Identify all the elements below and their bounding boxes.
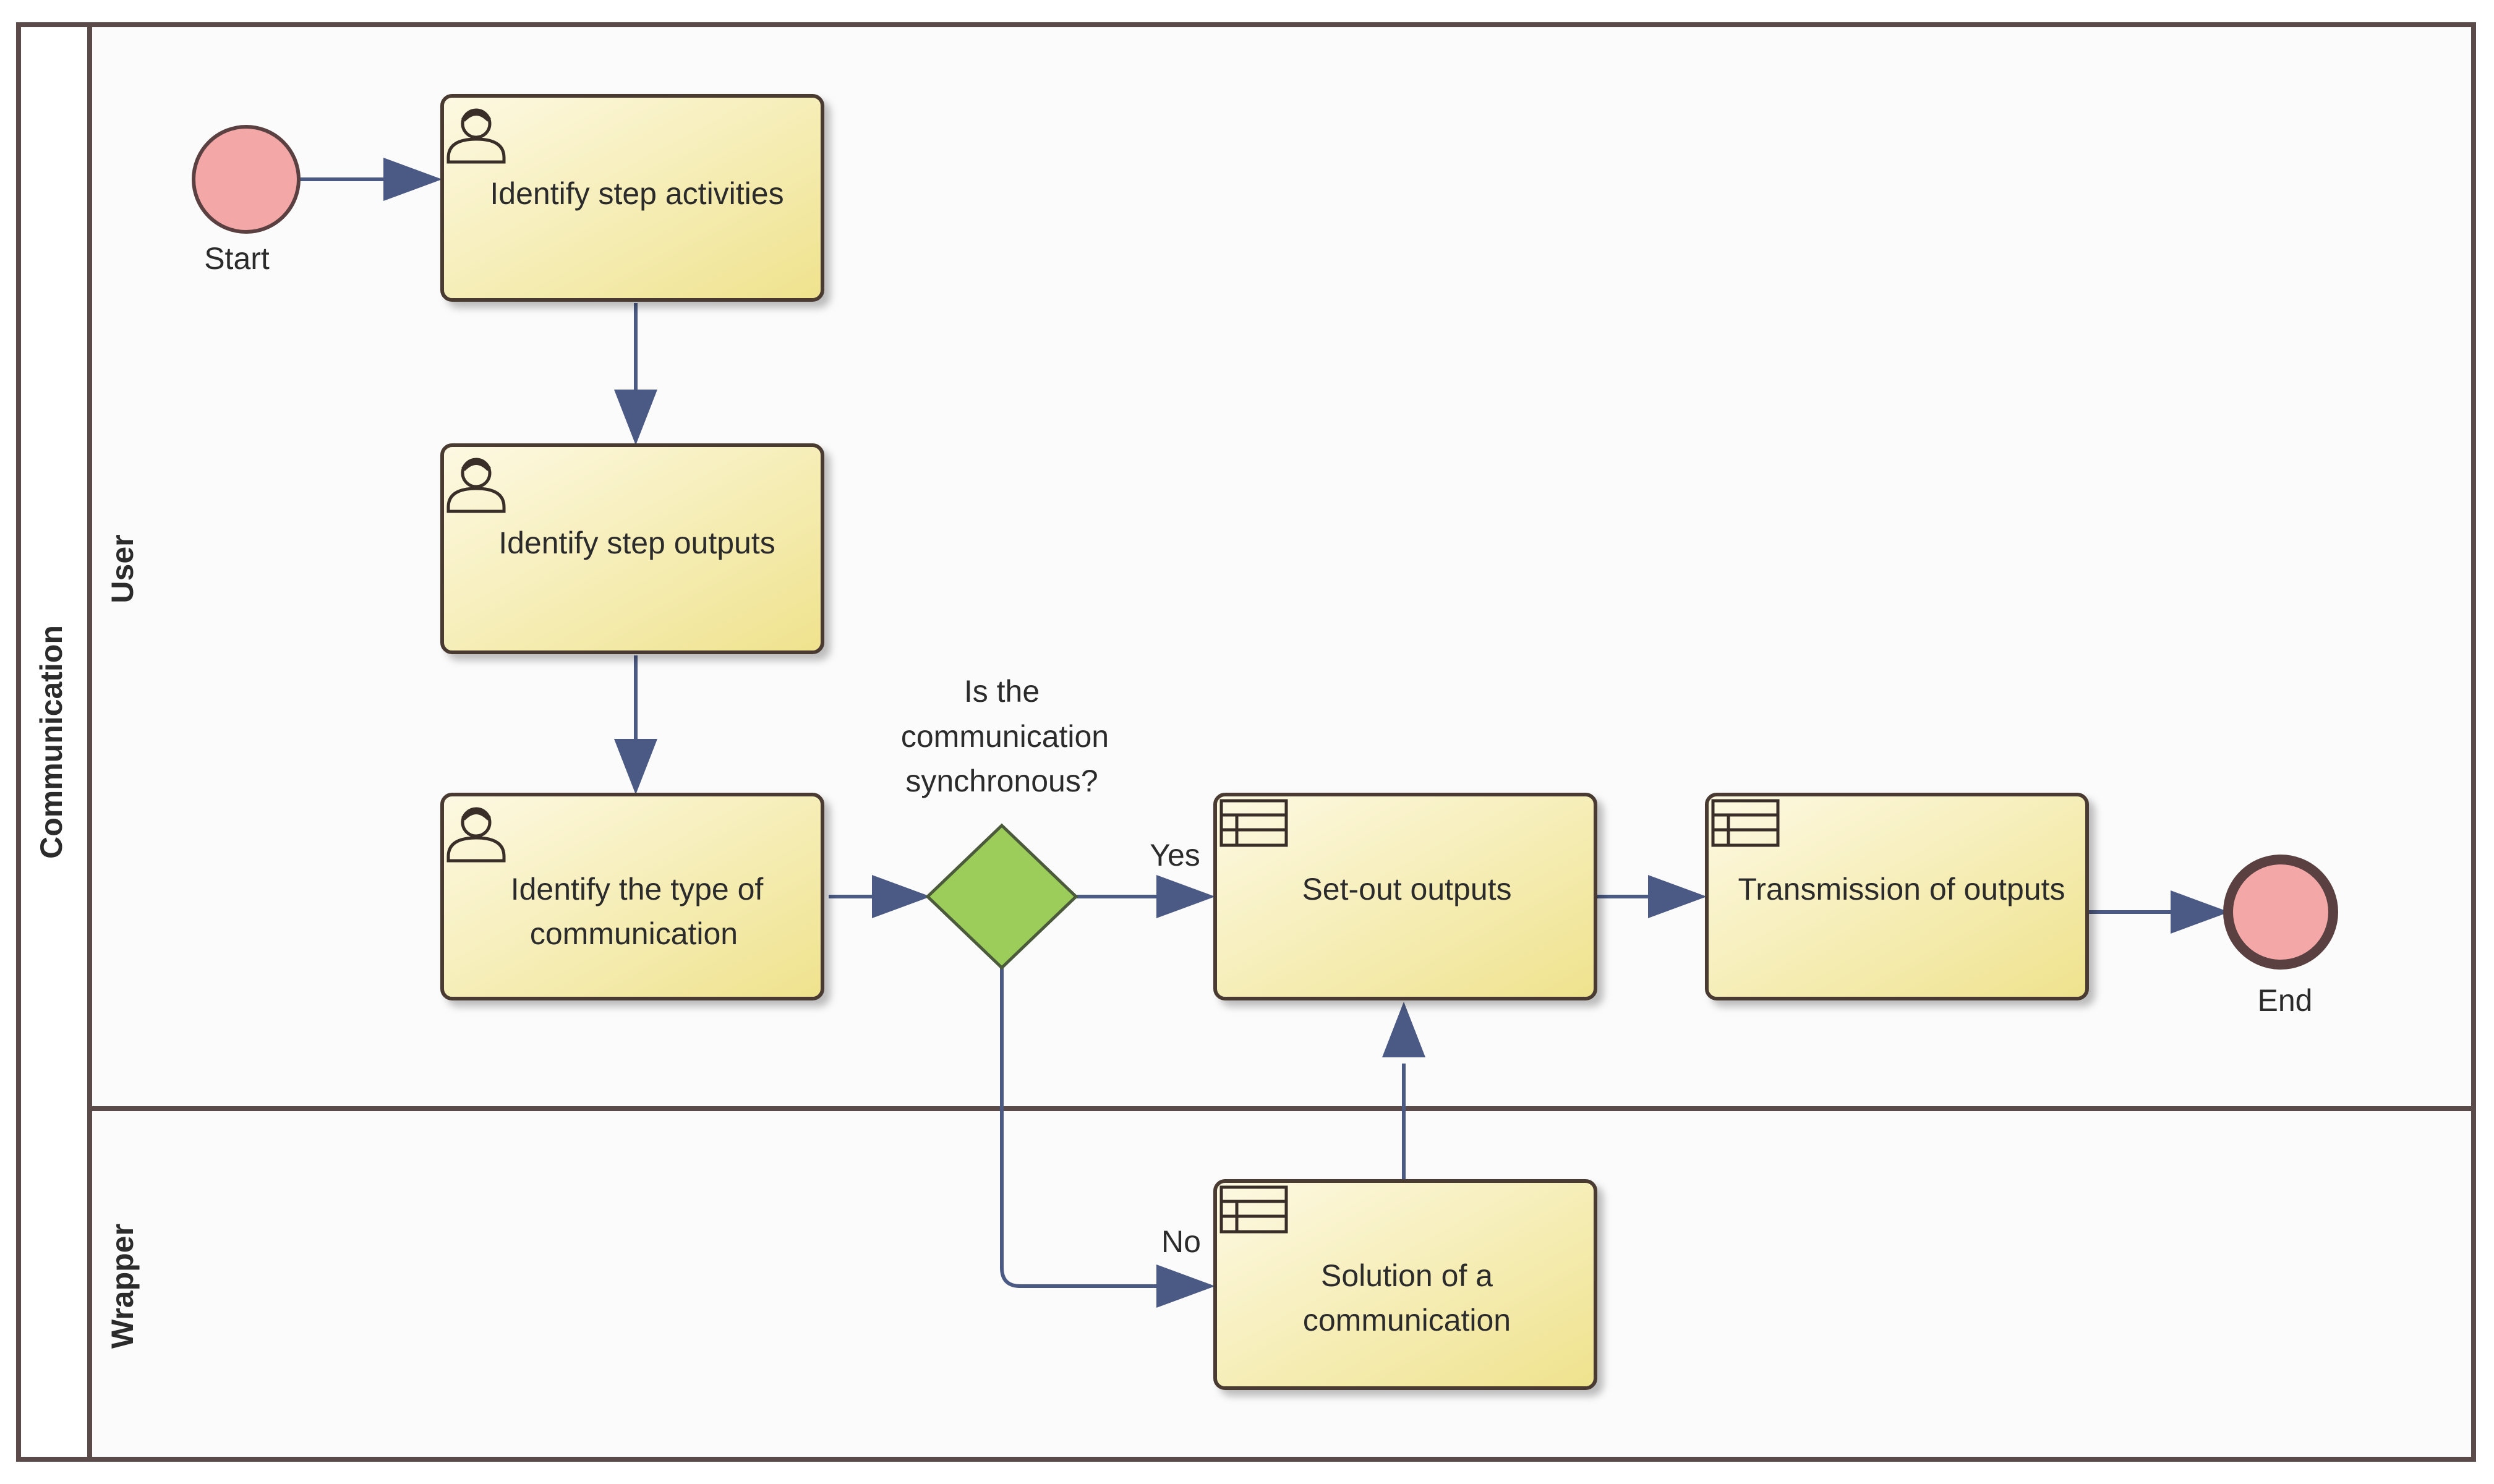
arrowheads xyxy=(383,158,2229,1308)
arrowhead-t6 xyxy=(1156,1264,1215,1308)
table-icon xyxy=(1219,799,1288,847)
exclusive-gateway[interactable]: Is the communication synchronous? Yes No xyxy=(901,674,1201,1259)
task-label-line-1: Solution of a xyxy=(1321,1258,1493,1293)
arrowhead-t2 xyxy=(614,390,657,445)
gateway-question-line-1: Is the xyxy=(964,674,1040,709)
task-label-line-2: communication xyxy=(1303,1303,1511,1337)
start-event[interactable]: Start xyxy=(192,125,301,276)
lane-label-user: User xyxy=(105,534,140,603)
task-box[interactable] xyxy=(440,793,824,1000)
arrowhead-end xyxy=(2171,890,2229,934)
arrowhead-t1 xyxy=(383,158,442,201)
task-identify-step-activities[interactable]: Identify step activities xyxy=(440,94,824,302)
task-transmission-of-outputs[interactable]: Transmission of outputs xyxy=(1705,793,2089,1000)
start-event-label: Start xyxy=(204,241,270,276)
task-identify-step-outputs[interactable]: Identify step outputs xyxy=(440,443,824,654)
gateway-question-line-2: communication xyxy=(901,719,1109,754)
user-icon xyxy=(446,108,506,164)
flow-label-yes: Yes xyxy=(1150,838,1200,872)
task-label-line-1: Set-out outputs xyxy=(1302,872,1511,906)
arrowhead-gateway xyxy=(872,875,931,918)
arrowhead-t3 xyxy=(614,739,657,795)
gateway-diamond[interactable] xyxy=(925,823,1078,970)
task-box[interactable] xyxy=(440,94,824,302)
task-box[interactable] xyxy=(1213,793,1597,1000)
end-event-label: End xyxy=(2258,983,2313,1018)
task-solution-of-a-communication[interactable]: Solution of a communication xyxy=(1213,1179,1597,1390)
task-label-line-1: Transmission of outputs xyxy=(1738,872,2065,906)
pool-label: Communication xyxy=(34,625,69,859)
end-event[interactable]: End xyxy=(2223,855,2338,1018)
user-icon xyxy=(446,807,506,863)
table-icon xyxy=(1711,799,1780,847)
arrowhead-t4 xyxy=(1156,875,1215,918)
task-box[interactable] xyxy=(1213,1179,1597,1390)
arrowhead-t5 xyxy=(1648,875,1707,918)
task-box[interactable] xyxy=(440,443,824,654)
flow-gateway-no xyxy=(1000,968,1163,1288)
sequence-flows xyxy=(300,177,2183,1288)
start-event-circle[interactable] xyxy=(192,125,301,234)
task-identify-type-of-communication[interactable]: Identify the type of communication xyxy=(440,793,824,1000)
task-set-out-outputs[interactable]: Set-out outputs xyxy=(1213,793,1597,1000)
gateway-question-line-3: synchronous? xyxy=(905,764,1098,798)
end-event-circle[interactable] xyxy=(2223,855,2338,970)
flow-label-no: No xyxy=(1161,1224,1201,1259)
task-label-line-1: Identify step activities xyxy=(490,176,784,211)
task-label-line-2: communication xyxy=(530,916,738,951)
arrowhead-t4-from-below xyxy=(1382,1002,1425,1057)
lane-label-wrapper: Wrapper xyxy=(105,1224,140,1349)
table-icon xyxy=(1219,1185,1288,1234)
task-box[interactable] xyxy=(1705,793,2089,1000)
user-icon xyxy=(446,458,506,513)
task-label-line-1: Identify the type of xyxy=(511,872,764,906)
task-label-line-1: Identify step outputs xyxy=(498,526,775,560)
